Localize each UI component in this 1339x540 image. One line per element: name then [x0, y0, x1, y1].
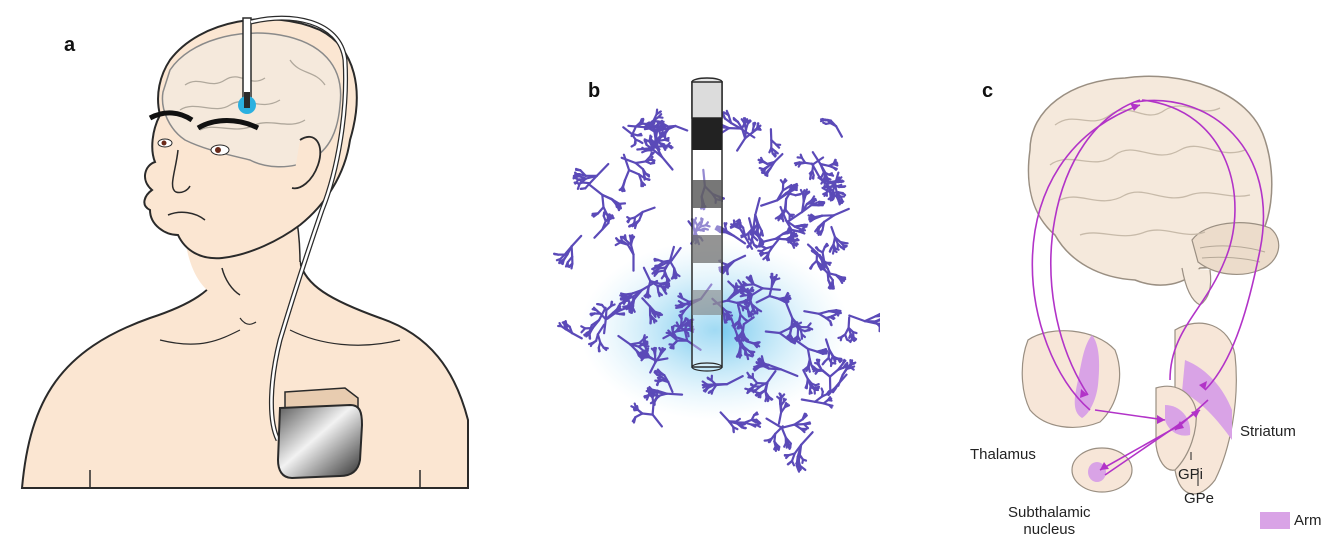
electrode-contact-3	[692, 235, 722, 263]
brainstem	[1182, 268, 1211, 305]
striatum-label: Striatum	[1240, 423, 1296, 440]
legend-arm-label: Arm	[1294, 512, 1322, 529]
dbs-patient-illustration	[0, 0, 470, 540]
stn-label-line2: nucleus	[1008, 521, 1091, 538]
electrode-neuron-field	[540, 0, 880, 540]
stn-label-line1: Subthalamic	[1008, 504, 1091, 521]
panel-c: c	[960, 0, 1339, 540]
thalamus	[1022, 331, 1119, 428]
electrode-contact-4	[692, 290, 722, 315]
pulse-generator	[278, 405, 362, 478]
thalamus-label: Thalamus	[970, 446, 1036, 463]
cerebellum	[1192, 223, 1279, 275]
gpi-label: GPi	[1178, 466, 1203, 483]
subthalamic-nucleus-label: Subthalamic nucleus	[1008, 504, 1091, 538]
electrode-contact-2	[692, 180, 722, 208]
electrode-tip-cap	[692, 82, 722, 118]
electrode-contact-1	[692, 118, 722, 150]
panel-b: b	[540, 0, 880, 540]
panel-a: a	[0, 0, 470, 540]
gpe-label: GPe	[1184, 490, 1214, 507]
legend-arm-swatch	[1260, 512, 1290, 529]
